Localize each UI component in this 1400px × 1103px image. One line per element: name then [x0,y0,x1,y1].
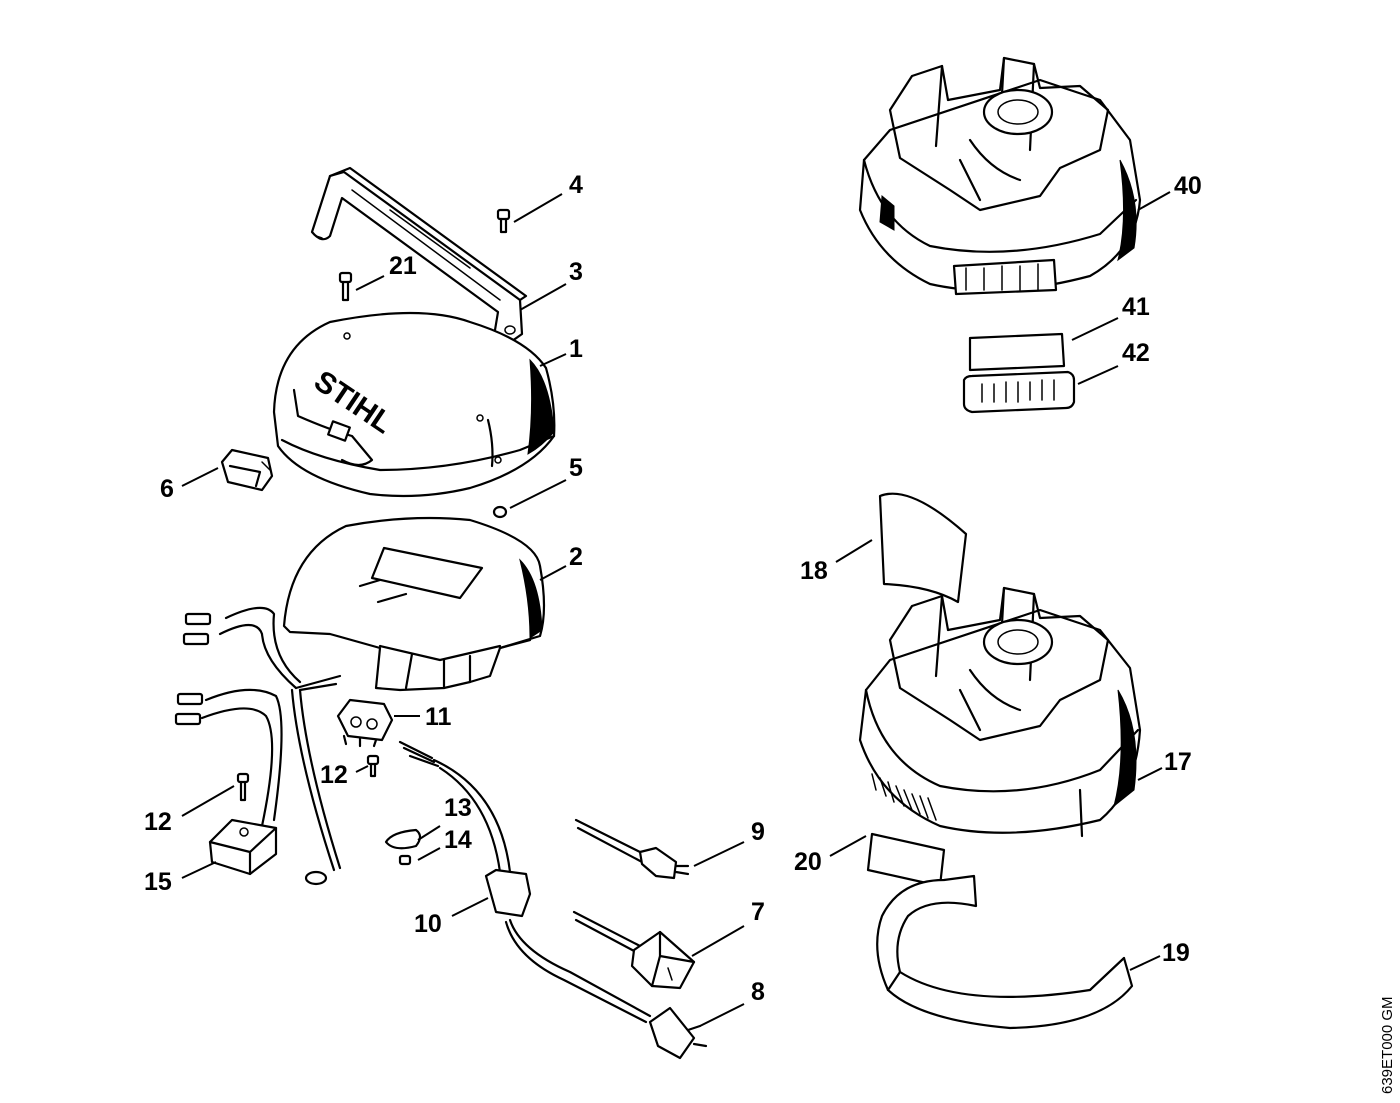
part-14-screw [398,854,412,866]
callout-4: 4 [569,171,583,199]
part-2-inner-housing [282,516,546,692]
part-42-grille [962,370,1076,414]
callout-12-b: 12 [144,808,172,836]
part-12-screw-a [366,754,380,778]
callout-15: 15 [144,868,172,896]
part-21-screw [338,271,353,302]
callout-10: 10 [414,910,442,938]
part-1-cover: STIHL [272,311,556,498]
callout-7: 7 [751,898,765,926]
part-18-filter-pad [878,492,968,604]
callout-1: 1 [569,335,583,363]
figure-code: 639ET000 GM [1379,996,1396,1094]
part-13-clamp [384,828,422,850]
part-12-screw-b [236,772,250,802]
callout-21: 21 [389,252,417,280]
part-6-switch [220,448,274,492]
callout-12-a: 12 [320,761,348,789]
part-17-motor-unit [858,586,1142,838]
callout-3: 3 [569,258,583,286]
callout-42: 42 [1122,339,1150,367]
leader-lines [181,191,1171,1027]
callout-5: 5 [569,454,583,482]
callout-2: 2 [569,543,583,571]
callout-6: 6 [160,475,174,503]
callout-labels: 4 3 21 1 5 2 6 11 12 12 15 13 14 10 9 7 … [144,171,1202,1006]
part-3-handle [310,166,528,348]
callout-19: 19 [1162,939,1190,967]
part-5-nut [492,505,508,519]
part-9-plug [574,818,690,880]
part-8-plug [648,1006,708,1060]
callout-17: 17 [1164,748,1192,776]
callout-8: 8 [751,978,765,1006]
callout-18: 18 [800,557,828,585]
part-wiring-harness [174,606,342,886]
part-11-terminal-block [336,698,394,748]
callout-40: 40 [1174,172,1202,200]
part-15-capacitor [208,818,278,876]
part-4-screw [496,208,511,234]
part-10-cable [398,740,652,1024]
callout-20: 20 [794,848,822,876]
callout-9: 9 [751,818,765,846]
part-41-filter-pad [968,332,1066,372]
part-7-plug [572,910,696,990]
callout-11: 11 [425,703,452,731]
part-19-seal-band [876,874,1134,1030]
callout-14: 14 [444,826,472,854]
callout-41: 41 [1122,293,1150,321]
callout-13: 13 [444,794,472,822]
part-20-filter-pad [866,832,946,888]
part-40-motor-unit [858,56,1142,296]
